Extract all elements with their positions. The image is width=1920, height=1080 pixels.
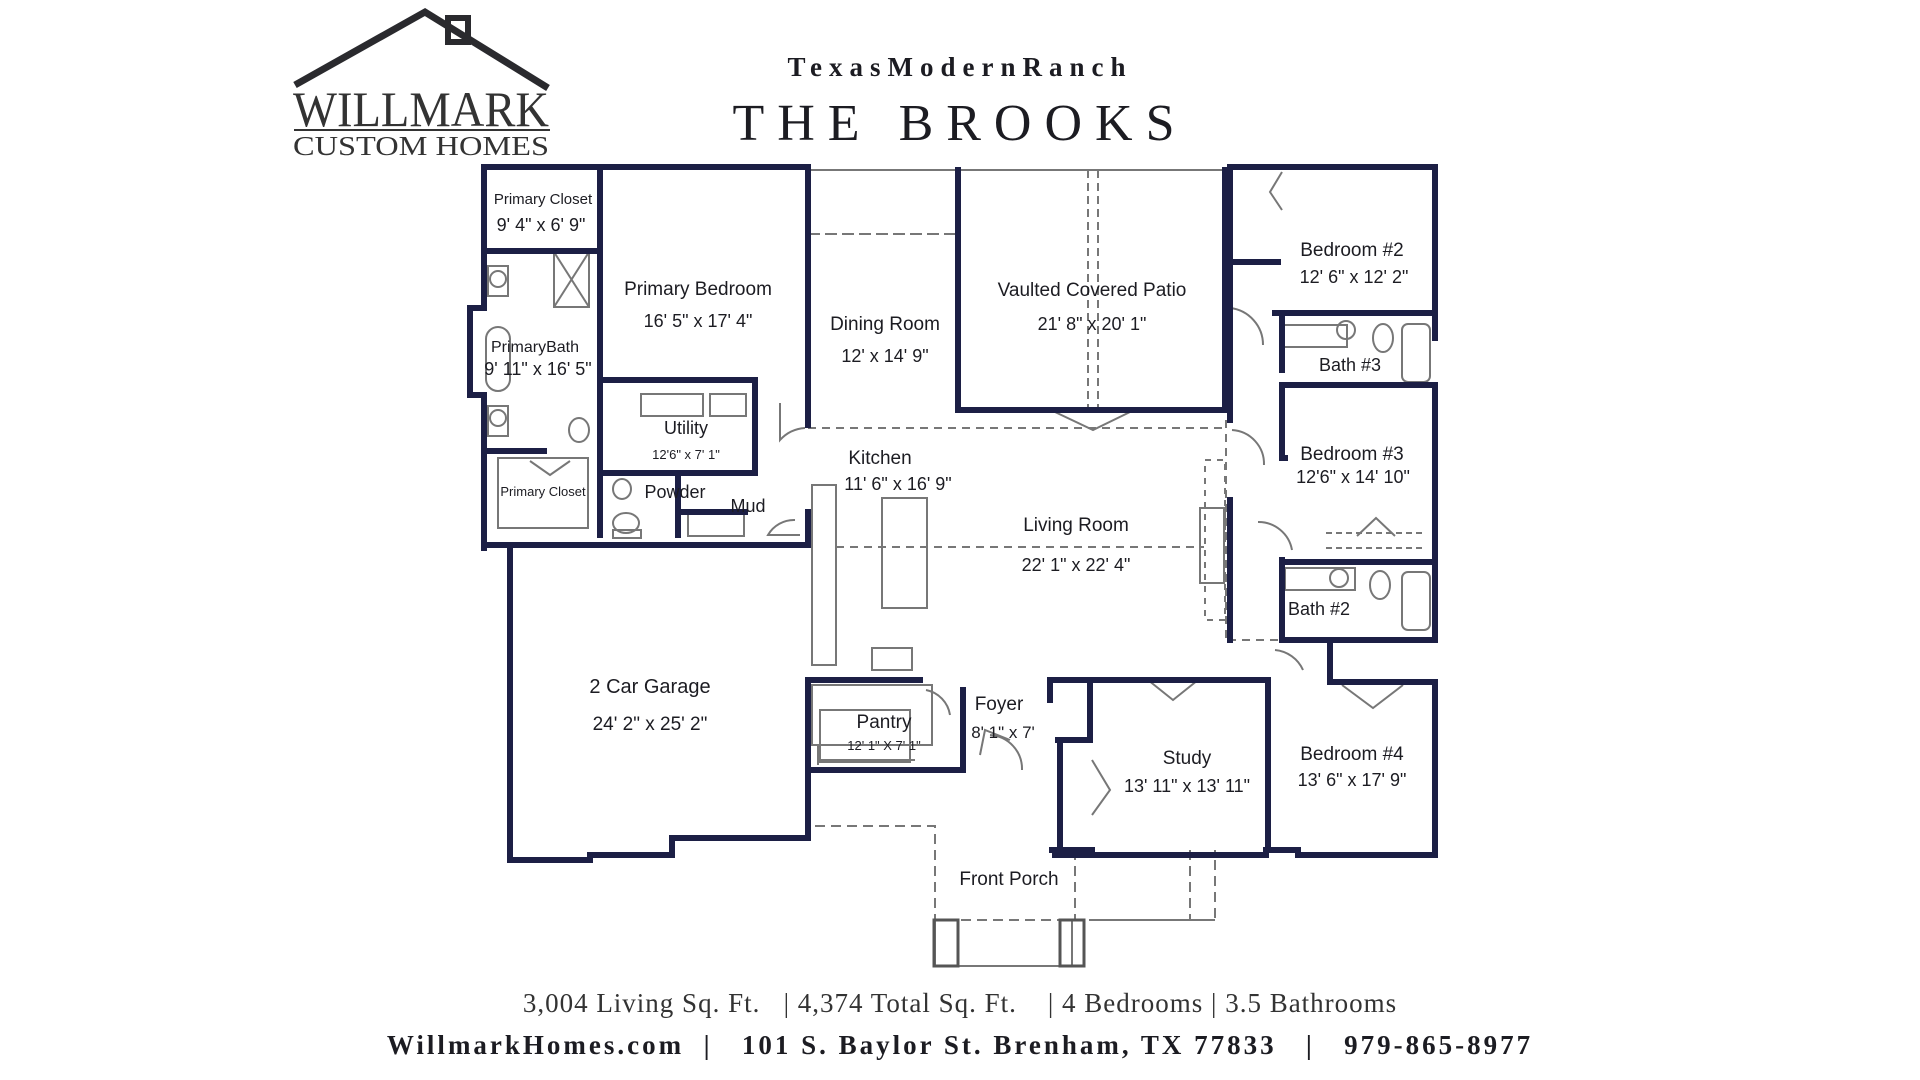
- primary-closet-top-label: Primary Closet: [494, 191, 593, 208]
- bath-2-label: Bath #2: [1288, 599, 1350, 619]
- logo-roof-icon: [293, 7, 550, 91]
- pantry-size: 12' 1" X 7' 1": [847, 738, 921, 753]
- living-room-size: 22' 1" x 22' 4": [1022, 555, 1131, 575]
- bedroom-4-size: 13' 6" x 17' 9": [1298, 770, 1407, 790]
- willmark-logo: WILLMARK CUSTOM HOMES: [293, 7, 550, 161]
- plan-stats: 3,004 Living Sq. Ft. | 4,374 Total Sq. F…: [522, 988, 1398, 1018]
- powder-label: Powder: [644, 482, 705, 502]
- kitchen-label: Kitchen: [848, 448, 911, 469]
- logo-line1: WILLMARK: [293, 81, 549, 137]
- logo-chimney-icon: [445, 15, 471, 45]
- study-label: Study: [1163, 748, 1212, 769]
- bath-3-label: Bath #3: [1319, 355, 1381, 375]
- bedroom-4-label: Bedroom #4: [1300, 744, 1404, 765]
- living-room-label: Living Room: [1023, 515, 1129, 536]
- kitchen-size: 11' 6" x 16' 9": [844, 474, 951, 494]
- mud-label: Mud: [730, 496, 765, 516]
- plan-title: THE BROOKS: [732, 95, 1188, 152]
- primary-bedroom-size: 16' 5" x 17' 4": [644, 311, 753, 331]
- primary-bedroom-label: Primary Bedroom: [624, 279, 772, 300]
- foyer-label: Foyer: [975, 694, 1024, 715]
- primary-closet-bottom-label: Primary Closet: [500, 484, 586, 499]
- bedroom-2-label: Bedroom #2: [1300, 240, 1404, 261]
- primary-closet-top-size: 9' 4" x 6' 9": [497, 215, 586, 235]
- bedroom-2-size: 12' 6" x 12' 2": [1300, 267, 1409, 287]
- foyer-size: 8' 1" x 7': [971, 723, 1035, 742]
- primary-bath-label: PrimaryBath: [491, 339, 579, 356]
- room-labels: Primary Closet 9' 4" x 6' 9" PrimaryBath…: [484, 191, 1410, 890]
- contact-line: WillmarkHomes.com | 101 S. Baylor St. Br…: [386, 1030, 1534, 1060]
- plan-subtitle: TexasModernRanch: [787, 52, 1133, 82]
- logo-line2: CUSTOM HOMES: [293, 131, 549, 161]
- pantry-label: Pantry: [857, 712, 912, 733]
- primary-bath-size: 9' 11" x 16' 5": [484, 359, 591, 379]
- patio-label: Vaulted Covered Patio: [998, 280, 1187, 301]
- patio-size: 21' 8" x 20' 1": [1038, 314, 1147, 334]
- garage-label: 2 Car Garage: [589, 676, 710, 698]
- walls: [467, 164, 1438, 863]
- utility-label: Utility: [664, 418, 708, 438]
- study-size: 13' 11" x 13' 11": [1124, 776, 1250, 796]
- dining-room-size: 12' x 14' 9": [841, 346, 928, 366]
- garage-size: 24' 2" x 25' 2": [593, 714, 708, 735]
- front-porch-label: Front Porch: [959, 869, 1058, 890]
- dining-room-label: Dining Room: [830, 314, 940, 335]
- bedroom-3-size: 12'6" x 14' 10": [1296, 467, 1410, 487]
- bedroom-3-label: Bedroom #3: [1300, 444, 1404, 465]
- porch-columns: [932, 918, 1086, 968]
- utility-size: 12'6" x 7' 1": [652, 447, 720, 462]
